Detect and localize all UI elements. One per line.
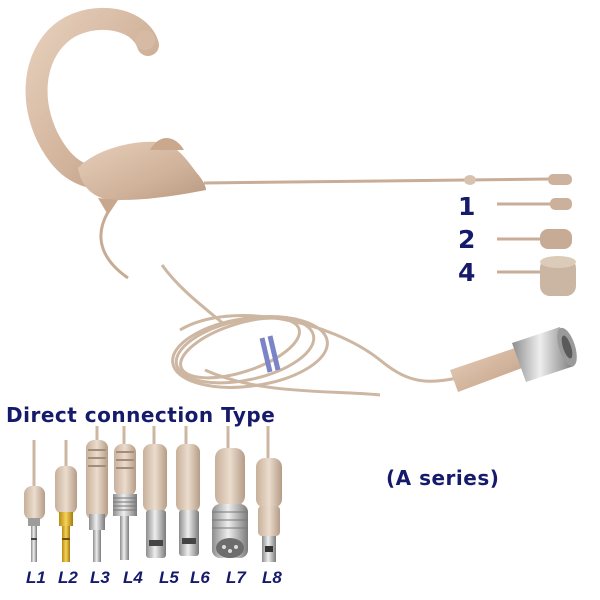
windscreen-number-2: 2 [458, 225, 476, 254]
boom-clip [464, 175, 476, 185]
plug-label-l6: L6 [190, 568, 210, 587]
plug-l8 [256, 426, 282, 562]
headset-stem [98, 198, 118, 215]
plug-l3 [86, 426, 108, 562]
windscreen-number-1: 1 [458, 192, 476, 221]
plug-label-l4: L4 [123, 568, 143, 587]
ta4f-connector [450, 327, 577, 392]
plug-label-l2: L2 [58, 568, 78, 587]
cable-coil [171, 314, 471, 397]
direct-connection-heading: Direct connection Type [6, 403, 276, 427]
plug-label-l1: L1 [26, 568, 46, 587]
series-label: (A series) [386, 466, 500, 490]
cable-tie [259, 335, 281, 373]
windscreen-1 [550, 198, 572, 210]
plug-l2 [55, 440, 77, 562]
plug-l4 [113, 426, 137, 560]
plug-label-l5: L5 [159, 568, 179, 587]
windscreen-number-4: 4 [458, 258, 476, 287]
headset-ridge [150, 137, 184, 150]
windscreen-2 [540, 229, 572, 249]
main-cable [160, 264, 226, 327]
plug-label-l8: L8 [262, 568, 282, 587]
boom-arm [203, 177, 553, 185]
plug-label-l3: L3 [90, 568, 110, 587]
windscreen-4 [540, 258, 576, 296]
ear-hook [25, 7, 159, 190]
plug-l1 [24, 440, 45, 562]
plug-l7 [212, 426, 248, 558]
headset-body [78, 141, 206, 201]
plug-label-l7: L7 [226, 568, 246, 587]
plug-l5 [143, 426, 167, 558]
thin-cable-loop [99, 211, 129, 280]
plug-l6 [176, 426, 200, 556]
mic-capsule [548, 174, 572, 185]
ear-hook-tip [135, 30, 155, 50]
